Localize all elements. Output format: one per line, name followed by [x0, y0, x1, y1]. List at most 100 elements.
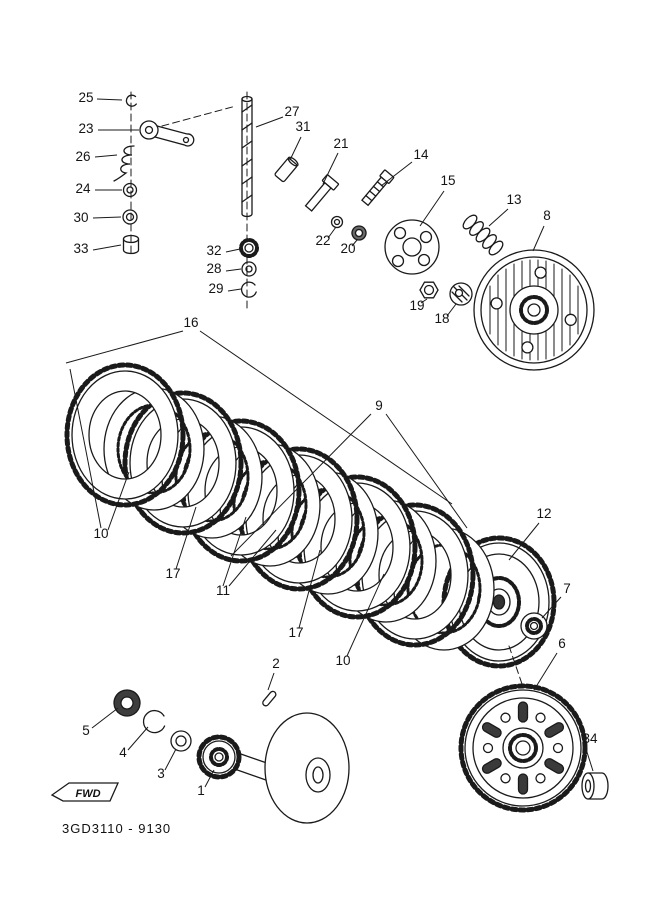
collar-part-33: [122, 234, 140, 255]
circlip-part-25: [125, 94, 137, 107]
callout-label-31: 31: [295, 119, 310, 134]
callout-label-34: 34: [582, 731, 598, 746]
callout-leader-11: [222, 516, 247, 587]
housing-rivets: [482, 712, 564, 784]
callout-label-3: 3: [157, 766, 165, 781]
callout-label-11: 11: [216, 583, 230, 598]
callout-leader-3: [164, 748, 177, 771]
housing-slots: [481, 701, 565, 795]
callout-leader-33: [92, 244, 122, 251]
callout-label-21: 21: [333, 136, 348, 151]
callout-leader-20: [351, 239, 358, 247]
fwd-flag-outline: [50, 782, 120, 802]
callout-leader-14: [380, 161, 413, 187]
callout-label-2: 2: [272, 656, 280, 671]
callout-label-22: 22: [315, 233, 330, 248]
callout-leader-17: [298, 549, 321, 629]
pressure-plate-part-8: [473, 249, 595, 371]
callout-leader-2: [267, 672, 275, 691]
coil-spring-part-13: [462, 214, 504, 256]
callout-leader-18: [446, 303, 457, 317]
clutch-release-parts-group: [113, 91, 237, 257]
screw-part-14: [361, 169, 395, 207]
callout-leader-19: [420, 298, 428, 304]
boss-housing-axis-line: [508, 645, 523, 685]
callout-leader-12: [508, 522, 540, 561]
callout-label-27: 27: [284, 104, 299, 119]
spring-plate-part-15: [384, 219, 440, 275]
callout-layer: 2523262430332731211415222013832282919181…: [65, 90, 598, 798]
spacer-part-5: [113, 689, 141, 717]
callout-leader-27: [255, 116, 284, 128]
callout-leader-28: [225, 268, 242, 272]
callout-leader-34: [585, 748, 594, 772]
callout-leader-10: [69, 368, 102, 529]
callout-leader-10: [346, 573, 385, 657]
fwd-label: FWD: [75, 788, 100, 800]
callout-leader-26: [94, 154, 118, 158]
nut-part-32: [239, 238, 259, 258]
callout-label-10: 10: [93, 526, 108, 541]
callout-label-10: 10: [335, 653, 350, 668]
callout-label-4: 4: [119, 745, 127, 760]
callout-label-16: 16: [183, 315, 198, 330]
primary-drive-group: [113, 689, 350, 824]
callout-label-33: 33: [73, 241, 88, 256]
drive-gear-part-1: [196, 734, 242, 780]
pushrod-part-27: [241, 91, 253, 311]
callout-label-15: 15: [440, 173, 455, 188]
clutch-plate-stack: [67, 365, 496, 652]
callout-leader-30: [92, 216, 122, 219]
retainer-part-18: [449, 282, 473, 306]
nut-part-19: [419, 281, 439, 299]
callout-leader-31: [289, 136, 302, 161]
callout-label-14: 14: [413, 147, 429, 162]
callout-leader-13: [488, 208, 509, 227]
callout-leader-29: [227, 288, 242, 292]
pin-part-31: [274, 156, 299, 183]
callout-label-6: 6: [558, 636, 566, 651]
callout-leader-16: [65, 330, 184, 364]
callout-label-28: 28: [206, 261, 221, 276]
callout-label-7: 7: [563, 581, 571, 596]
fwd-flag: FWD: [50, 782, 120, 802]
callout-label-18: 18: [434, 311, 449, 326]
callout-label-1: 1: [197, 783, 205, 798]
assembly-axis-line: [130, 91, 237, 257]
callout-leader-9: [230, 413, 372, 557]
spring-part-26: [113, 145, 135, 182]
part-code: 3GD3110 - 9130: [62, 821, 171, 836]
callout-leader-5: [91, 707, 119, 729]
bushing-part-34: [581, 772, 609, 800]
bolt-part-21: [304, 174, 340, 212]
washer-part-28: [241, 261, 257, 277]
callout-leader-11: [228, 529, 277, 587]
callout-leader-4: [127, 726, 149, 751]
circlip-part-29: [240, 281, 257, 298]
callout-label-13: 13: [506, 192, 521, 207]
release-lever-part-23: [139, 120, 195, 147]
callout-leader-6: [533, 652, 558, 691]
callout-label-17: 17: [288, 625, 303, 640]
callout-label-9: 9: [375, 398, 383, 413]
callout-label-8: 8: [543, 208, 551, 223]
callout-label-24: 24: [75, 181, 91, 196]
key-part-2: [262, 690, 277, 707]
fastener-parts-group: [239, 156, 504, 306]
washer-part-3: [170, 730, 192, 752]
washer-part-20: [351, 225, 367, 241]
callout-leader-1: [204, 769, 215, 788]
callout-leader-17: [175, 506, 197, 570]
callout-label-20: 20: [340, 241, 355, 256]
callout-leader-22: [327, 226, 337, 239]
lock-washer-part-7: [520, 612, 548, 640]
callout-leader-16: [199, 330, 453, 505]
callout-leader-21: [322, 152, 339, 185]
callout-label-32: 32: [206, 243, 221, 258]
seal-part-30: [122, 209, 138, 225]
callout-label-30: 30: [73, 210, 88, 225]
callout-leader-15: [419, 190, 445, 227]
callout-label-19: 19: [409, 298, 424, 313]
callout-label-17: 17: [165, 566, 180, 581]
